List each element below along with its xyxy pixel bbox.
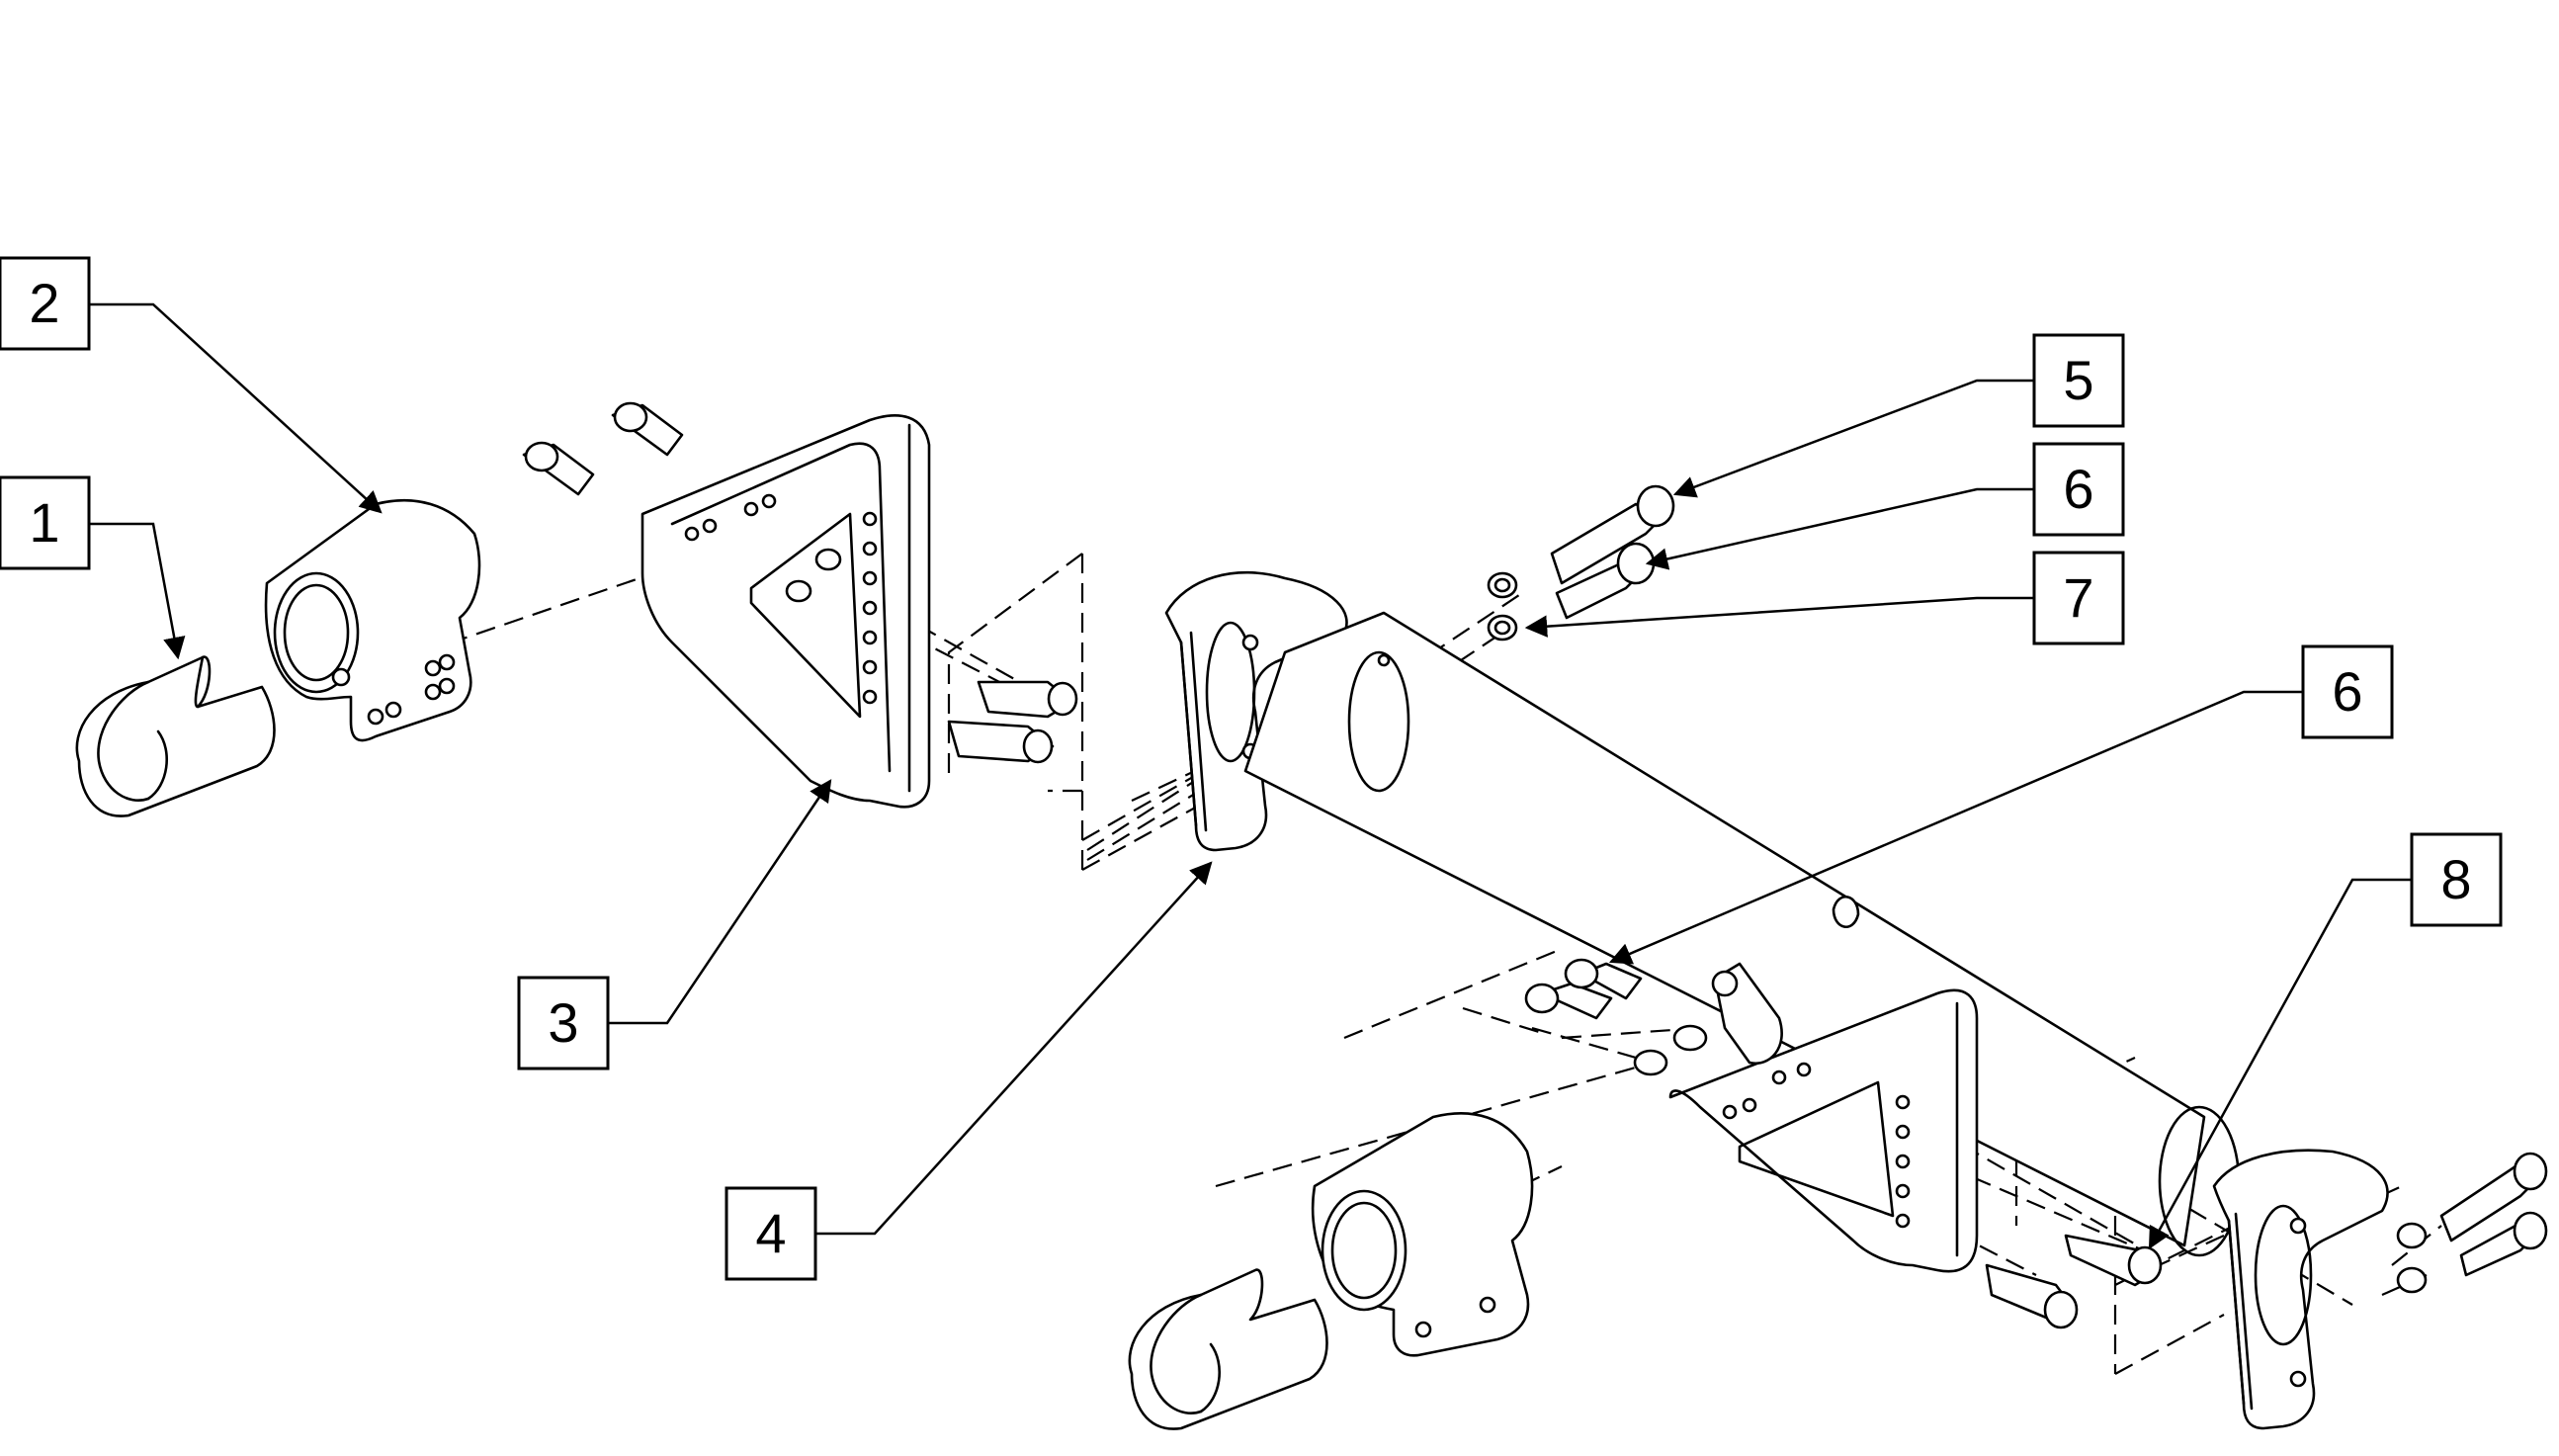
- callout-7: 7: [2032, 551, 2125, 645]
- part-sleeve-upper: [75, 655, 276, 817]
- callout-2: 2: [0, 256, 91, 351]
- callout-3: 3: [517, 976, 610, 1071]
- callout-1-label: 1: [29, 491, 59, 554]
- callout-6-upper-label: 6: [2063, 458, 2093, 520]
- part-screws-washers-upper: [1487, 484, 1675, 642]
- part-clamp-upper: [264, 498, 481, 742]
- part-sleeve-lower: [1128, 1268, 1328, 1430]
- callout-1: 1: [0, 475, 91, 570]
- part-clamp-lower: [1311, 1112, 1534, 1357]
- callout-8: 8: [2410, 832, 2503, 927]
- callout-4: 4: [725, 1186, 817, 1281]
- callout-6-lower-label: 6: [2332, 660, 2362, 723]
- callout-3-label: 3: [548, 991, 578, 1054]
- callout-5-label: 5: [2063, 349, 2093, 411]
- part-bracket-lower: [1524, 958, 2163, 1329]
- callout-leaders: [89, 302, 2412, 1249]
- callout-5: 5: [2032, 333, 2125, 428]
- callout-4-label: 4: [755, 1202, 786, 1264]
- part-tube-clamp-lower: [2212, 1149, 2548, 1430]
- part-bracket-upper: [522, 401, 1078, 809]
- callout-6-lower: 6: [2301, 644, 2394, 739]
- callout-7-label: 7: [2063, 566, 2093, 629]
- callout-2-label: 2: [29, 272, 59, 334]
- callout-6-upper: 6: [2032, 442, 2125, 537]
- callout-8-label: 8: [2440, 848, 2471, 910]
- part-tube-clamp-upper: [1164, 570, 1348, 852]
